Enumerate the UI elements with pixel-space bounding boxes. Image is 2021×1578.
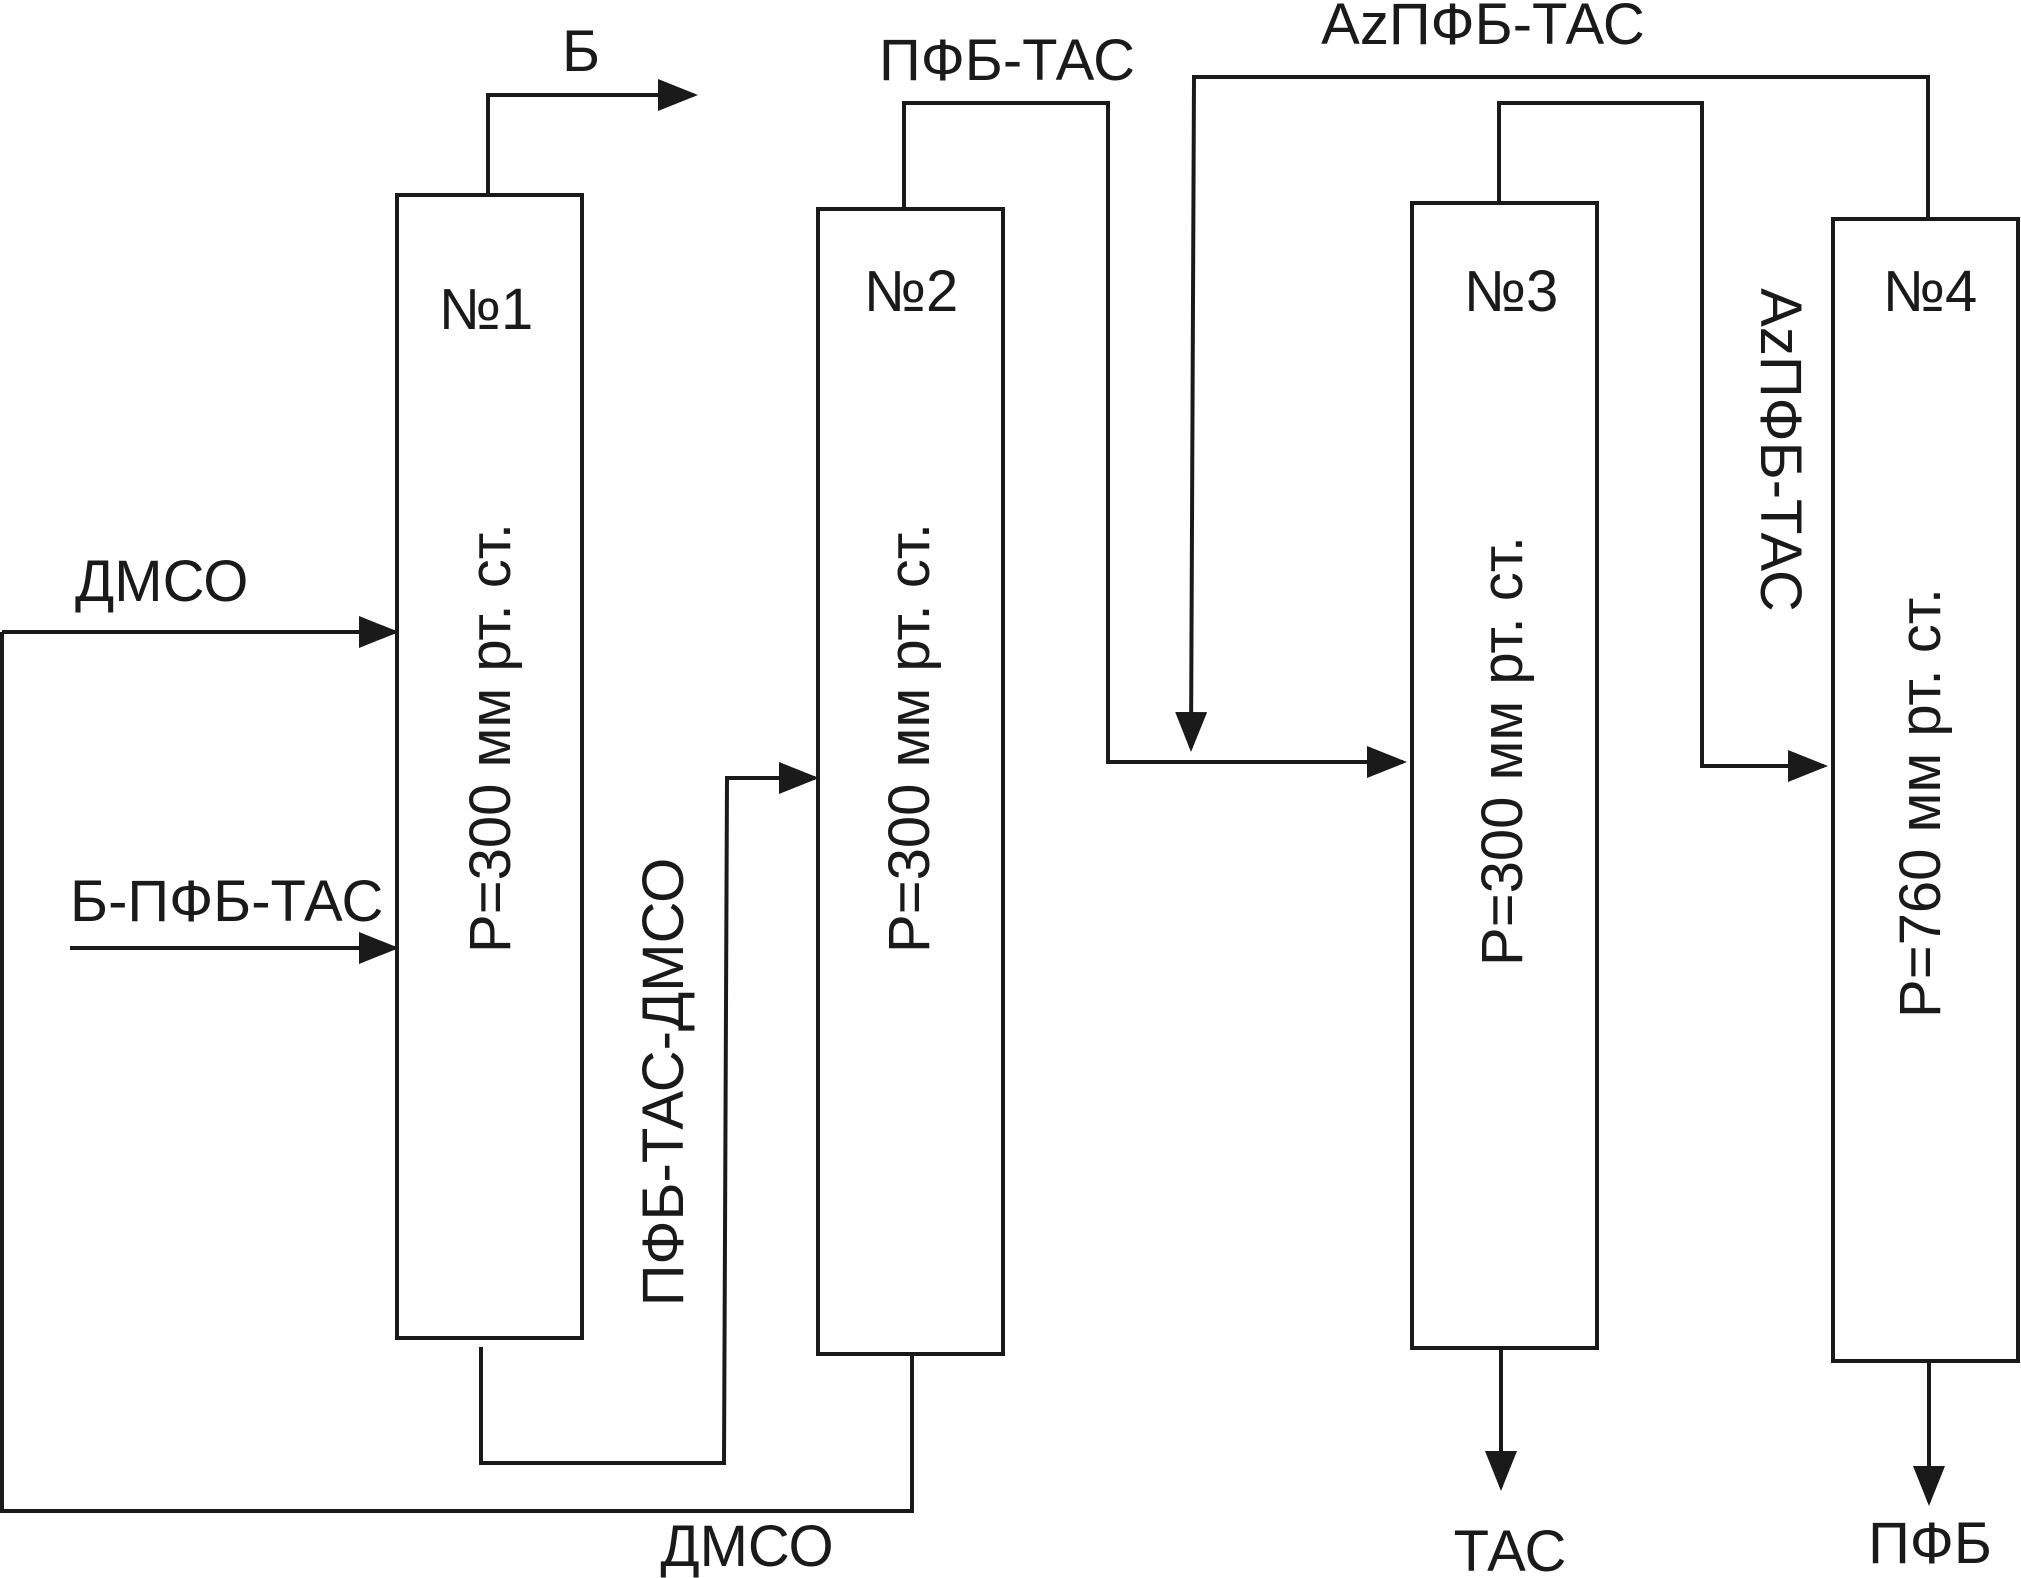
b-pfb-tas-feed-label: Б-ПФБ-ТАС — [70, 869, 383, 934]
dmso-feed-label: ДМСО — [75, 549, 248, 614]
column-4-pressure: P=760 мм рт. ст. — [1888, 588, 1953, 1018]
column-2-pressure: P=300 мм рт. ст. — [877, 523, 942, 953]
dmso-recycle-label: ДМСО — [660, 1514, 833, 1578]
column-1 — [395, 193, 584, 1340]
column-3 — [1410, 201, 1599, 1350]
pfb-product-label: ПФБ — [1868, 1511, 1992, 1576]
column-4-number: №4 — [1883, 259, 1977, 324]
az-pfb-tas-recycle-line — [1175, 75, 1930, 752]
column-1-number: №1 — [439, 277, 533, 342]
column-3-number: №3 — [1464, 259, 1558, 324]
pfb-tas-dmso-line — [479, 762, 819, 1465]
column-1-pressure: P=300 мм рт. ст. — [458, 523, 523, 953]
column-2 — [816, 207, 1005, 1356]
az-pfb-tas-side-label: AzПФБ-ТАС — [1748, 288, 1813, 612]
dmso-recycle-line — [0, 632, 914, 1513]
column-3-pressure: P=300 мм рт. ст. — [1470, 536, 1535, 966]
pfb-tas-overhead-line — [902, 101, 1407, 778]
column-2-number: №2 — [864, 259, 958, 324]
pfb-tas-dmso-label: ПФБ-ТАС-ДМСО — [631, 858, 696, 1307]
pfb-tas-overhead-label: ПФБ-ТАС — [879, 28, 1135, 93]
az-pfb-tas-recycle-label: AzПФБ-ТАС — [1321, 0, 1645, 57]
b-overhead-label: Б — [562, 19, 600, 84]
tas-product-label: ТАС — [1454, 1519, 1567, 1578]
b-overhead-line — [486, 79, 698, 195]
az-pfb-tas-side-line — [1497, 101, 1828, 782]
column-4 — [1831, 217, 2020, 1363]
